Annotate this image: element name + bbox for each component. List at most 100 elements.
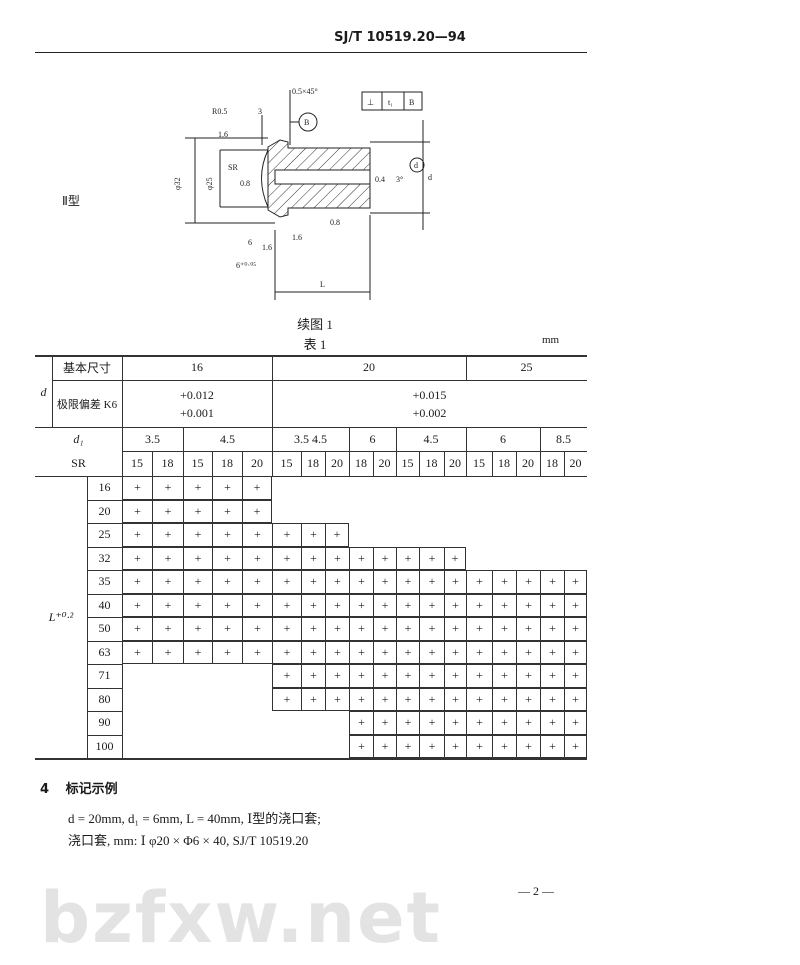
availability-mark: +	[301, 640, 325, 664]
availability-mark: +	[492, 617, 516, 641]
availability-mark: +	[272, 570, 301, 594]
availability-mark: +	[396, 640, 419, 664]
availability-mark: +	[212, 640, 242, 664]
sr-value: 15	[280, 456, 293, 470]
table-rule	[87, 687, 122, 689]
basic-size-label: 基本尺寸	[62, 361, 111, 375]
table-rule	[272, 451, 273, 476]
availability-mark: +	[349, 617, 373, 641]
availability-mark: +	[183, 640, 212, 664]
availability-mark: +	[272, 546, 301, 570]
availability-mark: +	[122, 523, 152, 547]
availability-mark: +	[349, 664, 373, 688]
availability-mark: +	[373, 593, 396, 617]
d1-label: d₁	[73, 431, 84, 446]
L-value: 71	[98, 668, 111, 683]
d1-value: 8.5	[556, 431, 571, 446]
availability-mark: +	[212, 570, 242, 594]
availability-mark: +	[564, 617, 587, 641]
L-label: L⁺⁰·²	[48, 609, 74, 624]
availability-mark: +	[540, 593, 564, 617]
availability-mark: +	[152, 499, 183, 523]
availability-mark: +	[242, 476, 272, 500]
L-value: 35	[98, 574, 111, 589]
availability-mark: +	[183, 476, 212, 500]
sr-value: 18	[161, 456, 174, 470]
availability-mark: +	[373, 687, 396, 711]
availability-mark: +	[516, 711, 540, 735]
table-rule	[373, 451, 374, 476]
availability-mark: +	[419, 593, 444, 617]
availability-mark: +	[373, 664, 396, 688]
marking-example-line1: d = 20mm, d₁ = 6mm, L = 40mm, Ⅰ型的浇口套;	[68, 811, 321, 826]
sr-value: 15	[131, 456, 143, 470]
availability-mark: +	[444, 640, 466, 664]
availability-mark: +	[349, 570, 373, 594]
table-rule	[87, 734, 122, 736]
dim-dia-25: φ25	[205, 177, 214, 190]
availability-mark: +	[242, 640, 272, 664]
d1-value: 3.5	[145, 431, 160, 446]
availability-mark: +	[212, 546, 242, 570]
availability-mark: +	[444, 711, 466, 735]
availability-mark: +	[540, 570, 564, 594]
availability-mark: +	[540, 640, 564, 664]
L-value: 40	[98, 597, 111, 612]
d1-value: 6	[500, 431, 506, 446]
availability-mark: +	[444, 546, 466, 570]
availability-mark: +	[444, 687, 466, 711]
table-rule	[349, 451, 350, 476]
availability-mark: +	[492, 640, 516, 664]
table-rule	[242, 451, 243, 476]
tolerance-limit: +0.002	[412, 405, 447, 420]
availability-mark: +	[516, 617, 540, 641]
table-rule	[122, 734, 123, 758]
L-value: 25	[98, 527, 111, 542]
availability-mark: +	[466, 711, 492, 735]
availability-mark: +	[396, 593, 419, 617]
tolerance-label: 极限偏差 K6	[56, 398, 118, 411]
availability-mark: +	[564, 711, 587, 735]
availability-mark: +	[325, 640, 349, 664]
table-rule	[396, 451, 397, 476]
availability-mark: +	[242, 499, 272, 523]
table-rule	[212, 451, 213, 476]
dim-L: L	[320, 280, 325, 289]
tolerance-limit: +0.001	[180, 405, 214, 420]
availability-mark: +	[516, 593, 540, 617]
availability-mark: +	[301, 546, 325, 570]
d1-value: 3.5 4.5	[294, 431, 327, 446]
availability-mark: +	[466, 664, 492, 688]
table-rule	[564, 451, 565, 476]
availability-mark: +	[152, 476, 183, 500]
availability-mark: +	[325, 546, 349, 570]
availability-mark: +	[183, 523, 212, 547]
availability-mark: +	[349, 687, 373, 711]
availability-mark: +	[419, 734, 444, 758]
table-rule	[516, 451, 517, 476]
sr-value: 15	[473, 456, 485, 470]
availability-mark: +	[272, 640, 301, 664]
table-rule	[540, 427, 541, 451]
availability-mark: +	[492, 711, 516, 735]
sr-value: 20	[378, 456, 391, 470]
availability-mark: +	[540, 687, 564, 711]
roughness-1-6-c: 1.6	[292, 233, 302, 242]
figure-caption: 续图 1	[297, 317, 333, 332]
availability-mark: +	[212, 523, 242, 547]
table-rule	[122, 451, 123, 476]
availability-mark: +	[396, 546, 419, 570]
d-label: d	[40, 385, 47, 399]
availability-mark: +	[325, 664, 349, 688]
availability-mark: +	[122, 476, 152, 500]
sr-value: 18	[546, 456, 558, 470]
availability-mark: +	[492, 664, 516, 688]
availability-mark: +	[122, 570, 152, 594]
datum-b: B	[304, 118, 309, 127]
availability-mark: +	[122, 617, 152, 641]
availability-mark: +	[183, 617, 212, 641]
availability-mark: +	[466, 687, 492, 711]
availability-mark: +	[396, 570, 419, 594]
table-unit: mm	[542, 334, 560, 346]
sr-value: 18	[355, 456, 367, 470]
